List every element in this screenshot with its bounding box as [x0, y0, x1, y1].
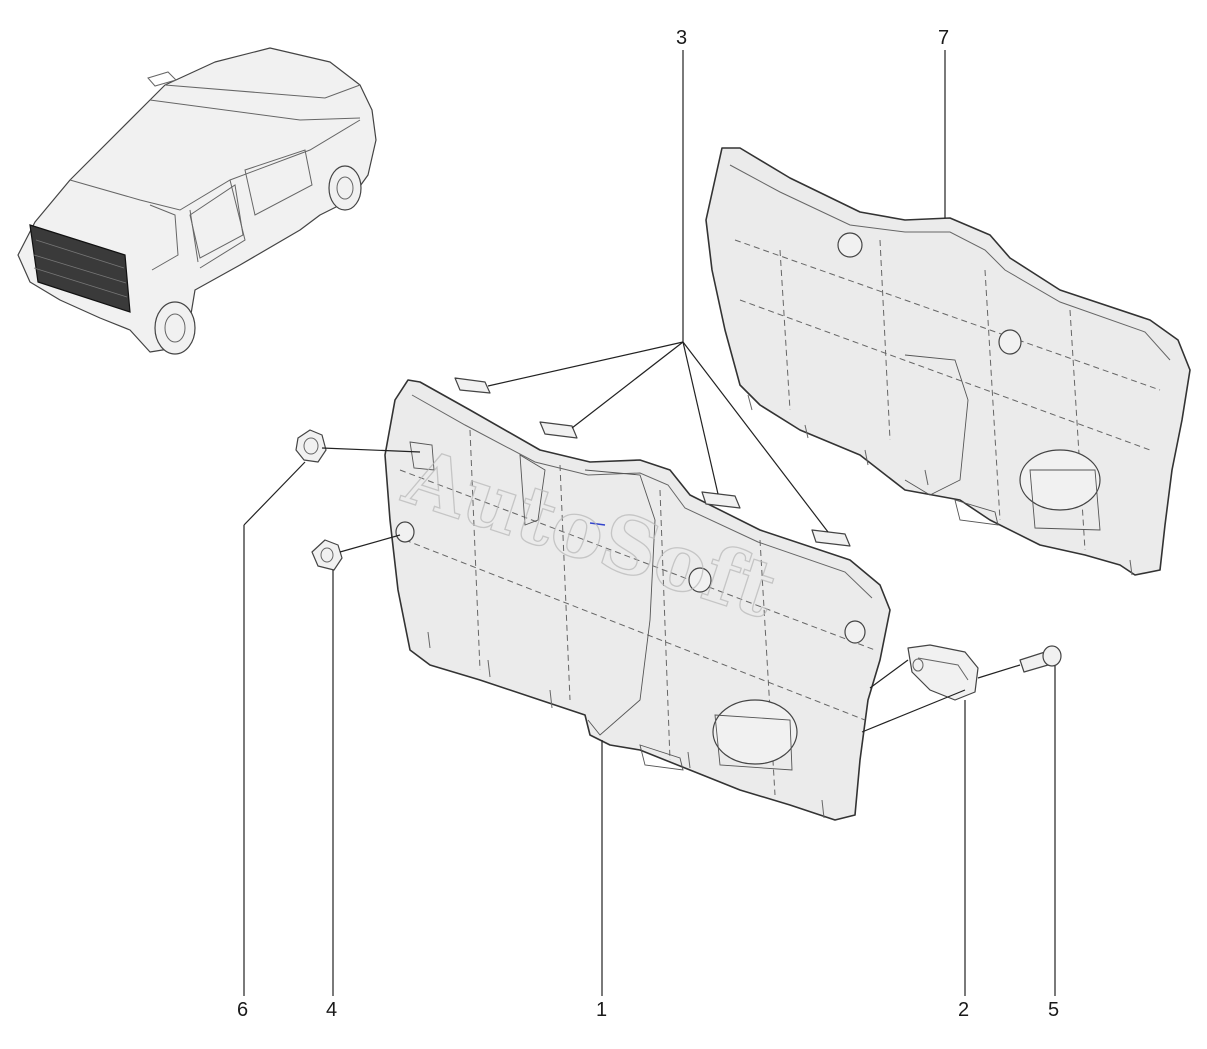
- callout-3: 3: [676, 27, 687, 49]
- callout-2: 2: [958, 999, 969, 1021]
- clip-3-set: [454, 377, 851, 547]
- callout-4: 4: [326, 999, 337, 1021]
- bracket-2: [907, 644, 979, 701]
- callout-labels: 3 7 6 4 1 2 5: [237, 27, 1059, 1021]
- leader-lines: [243, 50, 1056, 996]
- callout-7: 7: [938, 27, 949, 49]
- callout-5: 5: [1048, 999, 1059, 1021]
- callout-1: 1: [596, 999, 607, 1021]
- fastener-6: [295, 429, 327, 463]
- callout-6: 6: [237, 999, 248, 1021]
- trim-panel-7: [705, 147, 1191, 576]
- vehicle-overview: [17, 47, 377, 355]
- trim-panel-1: [384, 379, 891, 821]
- fastener-4: [311, 539, 343, 571]
- screw-5: [1019, 645, 1062, 673]
